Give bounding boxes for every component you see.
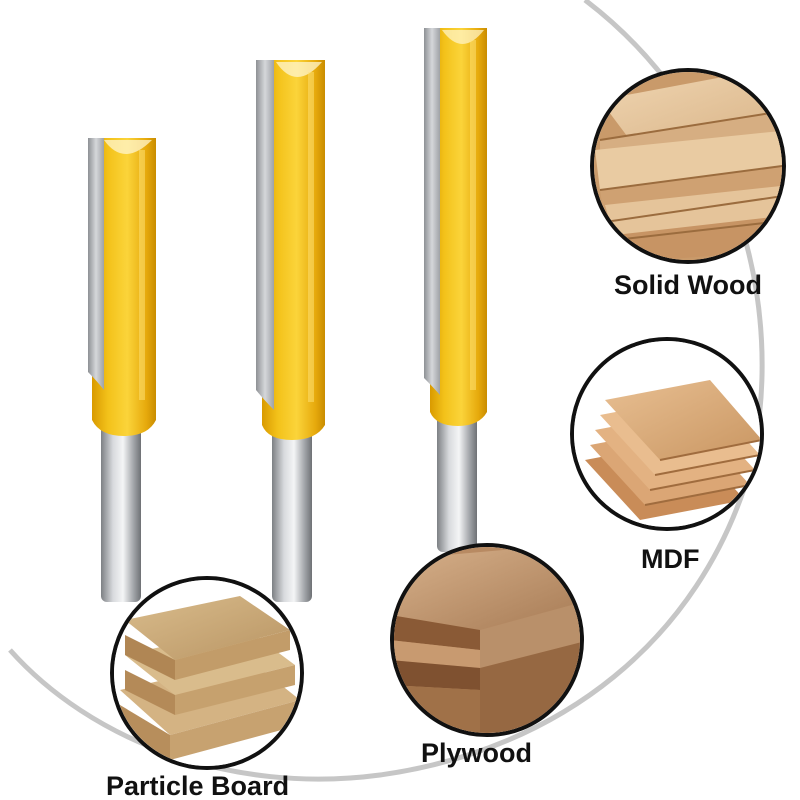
particle-board-sample xyxy=(110,576,304,770)
mdf-sample xyxy=(570,337,764,531)
router-bit-long xyxy=(424,28,487,552)
solid-wood-sample xyxy=(590,68,786,264)
router-bit-short xyxy=(88,138,156,602)
label-particle-board: Particle Board xyxy=(106,771,290,800)
plywood-sample xyxy=(390,543,584,737)
label-mdf: MDF xyxy=(641,544,700,574)
router-bit-medium xyxy=(256,60,325,602)
label-solid-wood: Solid Wood xyxy=(614,270,762,300)
label-plywood: Plywood xyxy=(421,738,533,768)
